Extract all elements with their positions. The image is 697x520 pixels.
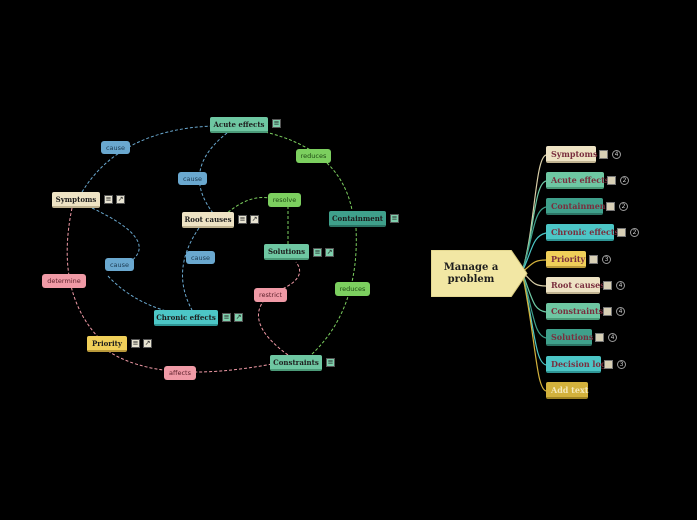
node-solutions[interactable]: Solutions — [264, 244, 309, 260]
branch-label: Priority — [551, 253, 586, 264]
subtopic-count-badge[interactable]: 3 — [617, 360, 626, 369]
note-icon[interactable]: ≡ — [326, 358, 335, 367]
subtopic-count-badge[interactable]: 4 — [616, 307, 625, 316]
branch-label: Decision log — [551, 358, 607, 369]
note-icon[interactable]: ≡ — [104, 195, 113, 204]
central-topic-shape — [431, 250, 528, 297]
branch-label: Acute effects — [551, 174, 610, 185]
note-icon[interactable]: ≡ — [131, 339, 140, 348]
branch-label: Containment — [551, 200, 610, 211]
branch-topic[interactable]: Chronic effects — [546, 224, 619, 241]
note-icon[interactable]: ≡ — [238, 215, 247, 224]
subtopic-count-badge[interactable]: 2 — [620, 176, 629, 185]
subtopic-count-badge[interactable]: 3 — [602, 255, 611, 264]
edge-label-cause[interactable]: cause — [186, 251, 215, 264]
node-label: Symptoms — [55, 194, 97, 204]
note-icon[interactable] — [589, 255, 598, 264]
node-label: Solutions — [267, 246, 306, 256]
node-label: Chronic effects — [156, 312, 216, 322]
edge-label-determine[interactable]: determine — [42, 274, 86, 288]
edge-label-affects[interactable]: affects — [164, 366, 196, 380]
node-label: Root causes — [184, 214, 232, 224]
branch-topic[interactable]: Constraints — [546, 303, 604, 320]
node-containment[interactable]: Containment — [329, 211, 386, 227]
note-icon[interactable]: ≡ — [313, 248, 322, 257]
node-acute-effects[interactable]: Acute effects — [210, 117, 268, 133]
note-icon[interactable] — [617, 228, 626, 237]
node-label: Acute effects — [213, 119, 265, 129]
branch-topic[interactable]: Decision log — [546, 356, 606, 373]
branch-label: Solutions — [551, 331, 594, 342]
node-label: Containment — [331, 213, 384, 223]
node-label: Constraints — [273, 357, 319, 367]
note-icon[interactable] — [603, 307, 612, 316]
branch-topic[interactable]: Containment — [546, 198, 609, 215]
note-icon[interactable] — [606, 202, 615, 211]
node-symptoms[interactable]: Symptoms — [52, 192, 100, 208]
branch-label: Root causes — [551, 279, 605, 290]
subtopic-count-badge[interactable]: 4 — [612, 150, 621, 159]
central-topic-label: Manage a problem — [443, 261, 499, 285]
branch-topic[interactable]: Add text — [546, 382, 588, 399]
branch-label: Constraints — [551, 305, 604, 316]
edge-label-restrict[interactable]: restrict — [254, 288, 287, 302]
subtopic-count-badge[interactable]: 4 — [616, 281, 625, 290]
branch-label: Add text — [551, 384, 589, 395]
node-constraints[interactable]: Constraints — [270, 355, 322, 371]
node-root-causes[interactable]: Root causes — [182, 212, 234, 228]
note-icon[interactable] — [607, 176, 616, 185]
branch-topic[interactable]: Solutions — [546, 329, 594, 346]
node-label: Priority — [92, 338, 122, 348]
branch-topic[interactable]: Symptoms — [546, 146, 598, 163]
note-icon[interactable] — [595, 333, 604, 342]
note-icon[interactable] — [603, 281, 612, 290]
central-topic[interactable]: Manage a problem — [431, 250, 528, 297]
link-icon[interactable]: ↗ — [325, 248, 334, 257]
edge-label-cause[interactable]: cause — [105, 258, 134, 271]
subtopic-count-badge[interactable]: 2 — [619, 202, 628, 211]
note-icon[interactable]: ≡ — [222, 313, 231, 322]
note-icon[interactable] — [604, 360, 613, 369]
node-chronic-effects[interactable]: Chronic effects — [154, 310, 218, 326]
note-icon[interactable]: ≡ — [390, 214, 399, 223]
node-priority[interactable]: Priority — [87, 336, 127, 352]
subtopic-count-badge[interactable]: 4 — [608, 333, 617, 342]
branch-topic[interactable]: Root causes — [546, 277, 605, 294]
link-icon[interactable]: ↗ — [234, 313, 243, 322]
edge-label-reduces[interactable]: reduces — [296, 149, 331, 163]
edge-label-reduces[interactable]: reduces — [335, 282, 370, 296]
note-icon[interactable] — [599, 150, 608, 159]
link-icon[interactable]: ↗ — [116, 195, 125, 204]
note-icon[interactable]: ≡ — [272, 119, 281, 128]
edge-label-resolve[interactable]: resolve — [268, 193, 301, 207]
branch-topic[interactable]: Acute effects — [546, 172, 609, 189]
branch-topic[interactable]: Priority — [546, 251, 586, 268]
link-icon[interactable]: ↗ — [250, 215, 259, 224]
subtopic-count-badge[interactable]: 2 — [630, 228, 639, 237]
edge-label-cause[interactable]: cause — [101, 141, 130, 154]
branch-label: Chronic effects — [551, 226, 620, 237]
edge-label-cause[interactable]: cause — [178, 172, 207, 185]
link-icon[interactable]: ↗ — [143, 339, 152, 348]
branch-label: Symptoms — [551, 148, 598, 159]
